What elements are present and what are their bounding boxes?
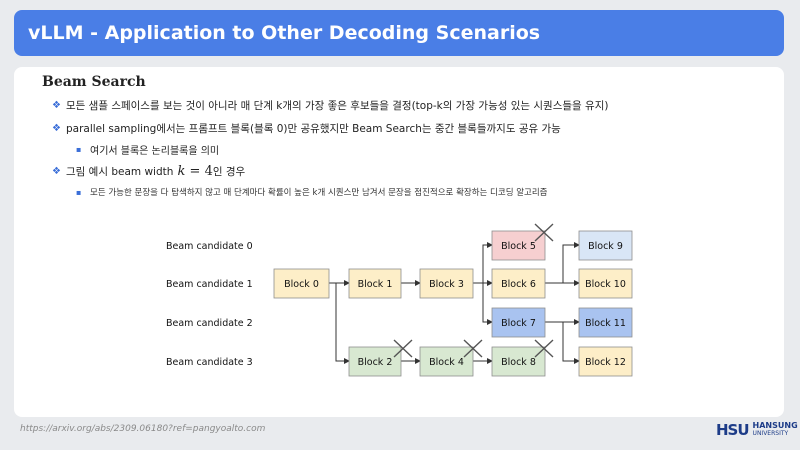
block-2: Block 2 (348, 346, 402, 377)
block-label: Block 5 (501, 241, 536, 252)
block-4: Block 4 (419, 346, 474, 377)
block-label: Block 3 (429, 279, 464, 290)
block-label: Block 1 (358, 279, 393, 290)
block-label: Block 11 (585, 318, 626, 329)
block-label: Block 10 (585, 279, 626, 290)
block-5: Block 5 (491, 230, 546, 261)
prune-x-icon (534, 223, 554, 242)
beam-candidate-label: Beam candidate 3 (166, 357, 253, 368)
block-label: Block 8 (501, 357, 536, 368)
block-label: Block 12 (585, 357, 626, 368)
block-0: Block 0 (273, 268, 330, 299)
logo-line-2: UNIVERSITY (752, 430, 789, 437)
arrow-b0-b2 (335, 283, 350, 364)
block-label: Block 7 (501, 318, 536, 329)
block-7: Block 7 (491, 307, 546, 338)
block-12: Block 12 (578, 346, 633, 377)
block-6: Block 6 (491, 268, 546, 299)
block-label: Block 4 (429, 357, 464, 368)
university-logo: HSU HANSUNG UNIVERSITY (716, 421, 798, 439)
diamond-bullet-icon: ❖ (52, 123, 61, 134)
sub-bullet-text: 여기서 블록은 논리블록을 의미 (90, 146, 220, 157)
prune-x-icon (463, 339, 483, 358)
arrow-b3-b5 (482, 242, 493, 283)
source-link[interactable]: https://arxiv.org/abs/2309.06180?ref=pan… (20, 424, 266, 434)
bullet-item-1: ❖ 모든 샘플 스페이스를 보는 것이 아니라 매 단계 k개의 가장 좋은 후… (52, 98, 608, 113)
sub-bullet-item: ▪ 모든 가능한 문장을 다 탐색하지 않고 매 단계마다 확률이 높은 k개 … (76, 186, 548, 199)
slide-title: vLLM - Application to Other Decoding Sce… (28, 22, 541, 44)
bullet-text-suffix: 인 경우 (212, 166, 246, 178)
dot-bullet-icon: ▪ (76, 145, 82, 154)
prune-x-icon (393, 339, 413, 358)
math-eq: = 4 (185, 164, 213, 179)
bullet-item-2: ❖ parallel sampling에서는 프롬프트 블록(블록 0)만 공유… (52, 121, 561, 136)
block-8: Block 8 (491, 346, 546, 377)
beam-candidate-label: Beam candidate 0 (166, 241, 253, 252)
block-3: Block 3 (419, 268, 474, 299)
logo-mark: HSU (716, 421, 750, 439)
logo-line-1: HANSUNG (752, 421, 798, 430)
block-11: Block 11 (578, 307, 633, 338)
arrow-b7-b12 (562, 322, 580, 364)
arrow-b6-b9 (562, 242, 580, 283)
diamond-bullet-icon: ❖ (52, 166, 61, 177)
bullet-text: parallel sampling에서는 프롬프트 블록(블록 0)만 공유했지… (66, 123, 561, 135)
dot-bullet-icon: ▪ (76, 187, 82, 197)
block-1: Block 1 (348, 268, 402, 299)
bullet-item-3: ❖ 그림 예시 beam width k = 4 인 경우 (52, 164, 245, 179)
block-label: Block 2 (358, 357, 393, 368)
block-label: Block 9 (588, 241, 623, 252)
math-beam-width: k = 4 (173, 164, 213, 179)
slide-title-bar: vLLM - Application to Other Decoding Sce… (14, 10, 784, 56)
connectors (329, 242, 580, 364)
block-9: Block 9 (578, 230, 633, 261)
beam-candidate-label: Beam candidate 2 (166, 318, 253, 329)
prune-x-icon (534, 339, 554, 358)
block-label: Block 6 (501, 279, 536, 290)
math-k: k (177, 164, 186, 179)
arrow-b3-b7 (482, 283, 493, 325)
beam-candidate-label: Beam candidate 1 (166, 279, 253, 290)
diamond-bullet-icon: ❖ (52, 100, 61, 111)
sub-bullet-item: ▪ 여기서 블록은 논리블록을 의미 (76, 142, 219, 157)
sub-bullet-text: 모든 가능한 문장을 다 탐색하지 않고 매 단계마다 확률이 높은 k개 시퀀… (90, 188, 548, 198)
bullet-text: 모든 샘플 스페이스를 보는 것이 아니라 매 단계 k개의 가장 좋은 후보들… (66, 100, 609, 112)
block-10: Block 10 (578, 268, 633, 299)
logo-text: HANSUNG UNIVERSITY (753, 422, 798, 438)
section-title: Beam Search (42, 74, 146, 90)
block-label: Block 0 (284, 279, 319, 290)
bullet-text-prefix: 그림 예시 beam width (66, 166, 174, 178)
